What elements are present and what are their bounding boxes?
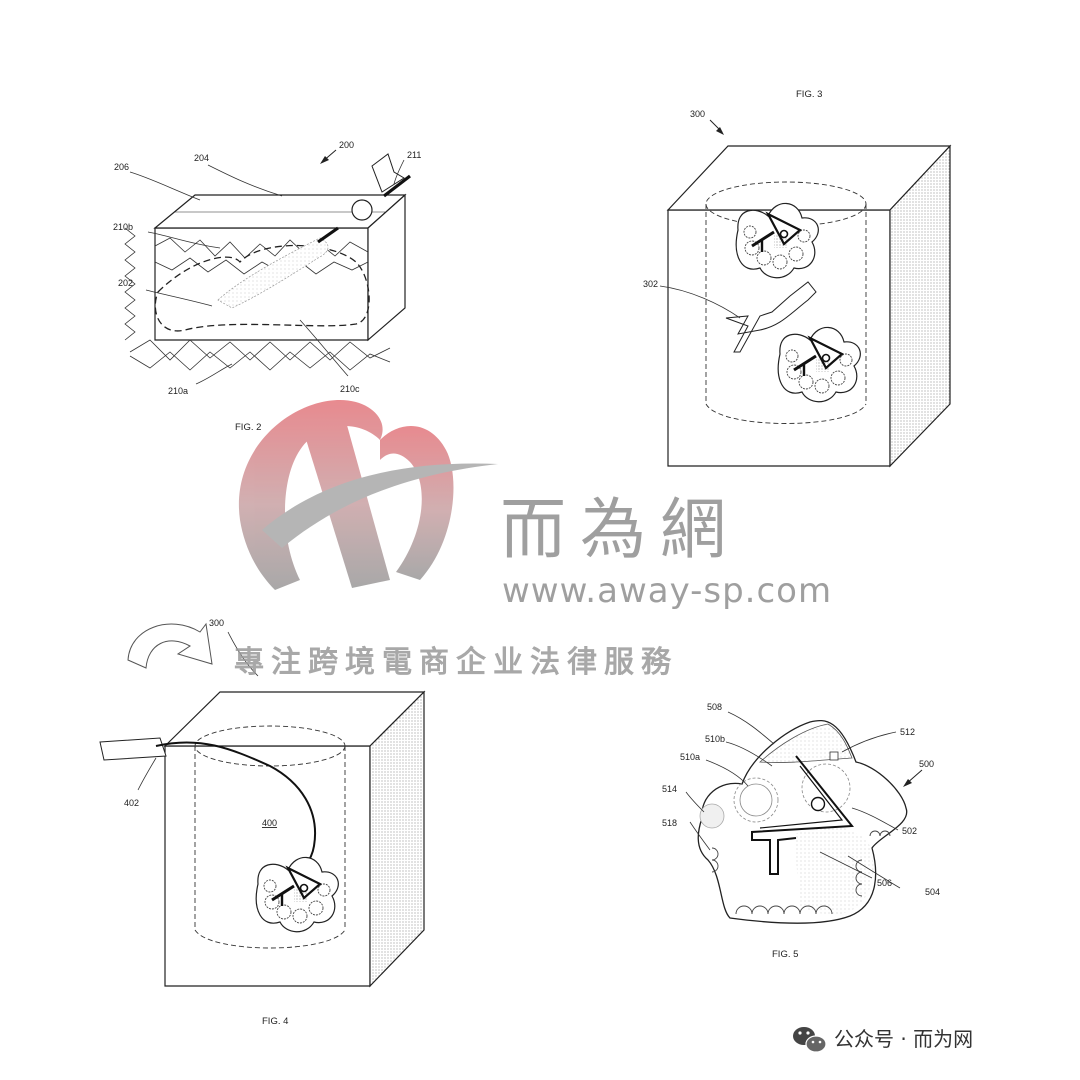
- figure-3: FIG. 3 300 302: [643, 89, 952, 468]
- fig5-label-510a: 510a: [680, 752, 700, 762]
- fig5-label-500: 500: [919, 759, 934, 769]
- fig2-label-200: 200: [339, 140, 354, 150]
- fig4-label-400: 400: [262, 818, 277, 828]
- fig3-label-302: 302: [643, 279, 658, 289]
- figure-5: 500 512 508 510b 510a 514 518 502 506 50…: [662, 702, 940, 960]
- watermark-brand: 而為網: [500, 491, 740, 568]
- fig5-scallops-518: [711, 830, 891, 915]
- fig5-label-518: 518: [662, 818, 677, 828]
- fig5-label-514: 514: [662, 784, 677, 794]
- fig2-arrow-200: [320, 149, 337, 164]
- fig2-caption: FIG. 2: [235, 422, 261, 433]
- fig4-label-402: 402: [124, 798, 139, 808]
- fig2-label-204: 204: [194, 153, 209, 163]
- fig5-gears: [733, 763, 851, 823]
- fig2-bottle-sketch: [217, 237, 329, 309]
- fig2-handle-circle: [351, 199, 373, 221]
- fig3-box: [666, 144, 952, 468]
- fig4-leader-300: [227, 631, 259, 677]
- footer-account-name: 公众号 · 而为网: [834, 1027, 973, 1051]
- fig2-cap-line: [317, 226, 339, 244]
- fig3-leader-302: [659, 285, 741, 319]
- fig5-shaded-region-506: [794, 827, 874, 915]
- fig3-caption: FIG. 3: [796, 89, 822, 100]
- fig2-zigzag-seams: [124, 227, 391, 371]
- fig5-cap-circle: [810, 796, 826, 812]
- fig3-label-tag: [725, 281, 817, 353]
- fig2-handle-bar: [383, 174, 411, 198]
- watermark-tagline: 專注跨境電商企业法律服務: [234, 645, 678, 680]
- fig5-bottle-inner: [759, 765, 844, 829]
- fig5-label-512: 512: [900, 727, 915, 737]
- fig2-bag-outline: [154, 244, 370, 332]
- fig4-leader-402: [137, 757, 157, 791]
- fig2-rotate-arrow: [371, 153, 405, 193]
- fig4-tag: [99, 737, 167, 761]
- fig2-label-210c: 210c: [340, 384, 360, 394]
- fig4-string: [155, 741, 317, 871]
- figure-2: 200 204 206 211 210b 202 210a 210c FIG. …: [113, 140, 421, 433]
- fig3-cylinder: [705, 181, 867, 424]
- footer: 公众号 · 而为网: [793, 1027, 973, 1053]
- fig5-label-504: 504: [925, 887, 940, 897]
- fig3-label-300: 300: [690, 109, 705, 119]
- fig2-leaders: [129, 159, 405, 385]
- watermark-logo: [238, 400, 498, 590]
- fig2-label-206: 206: [114, 162, 129, 172]
- wechat-icon: [793, 1027, 827, 1053]
- fig5-leaders: [685, 711, 901, 889]
- fig2-label-210a: 210a: [168, 386, 188, 396]
- fig4-cylinder: [194, 725, 346, 949]
- figure-4: 300 402 400 FIG. 4: [99, 618, 426, 1027]
- fig5-tab-512: [829, 751, 839, 761]
- fig5-label-502: 502: [902, 826, 917, 836]
- fig5-label-508: 508: [707, 702, 722, 712]
- watermark: 而為網 www.away-sp.com 專注跨境電商企业法律服務: [234, 400, 832, 680]
- fig4-label-300: 300: [209, 618, 224, 628]
- watermark-url: www.away-sp.com: [502, 571, 832, 611]
- fig4-rotate-arrow-icon: [127, 622, 213, 669]
- fig5-circle-514: [699, 803, 725, 829]
- fig2-label-202: 202: [118, 278, 133, 288]
- fig2-label-210b: 210b: [113, 222, 133, 232]
- fig4-caption: FIG. 4: [262, 1016, 288, 1027]
- fig5-arrow-500: [903, 769, 923, 787]
- fig5-label-506: 506: [877, 878, 892, 888]
- fig5-bottle-502: [751, 755, 854, 875]
- fig5-label-510b: 510b: [705, 734, 725, 744]
- fig2-label-211: 211: [407, 150, 421, 160]
- fig3-arrow-300: [709, 119, 724, 135]
- fig5-caption: FIG. 5: [772, 949, 798, 960]
- fig4-box: [163, 690, 426, 988]
